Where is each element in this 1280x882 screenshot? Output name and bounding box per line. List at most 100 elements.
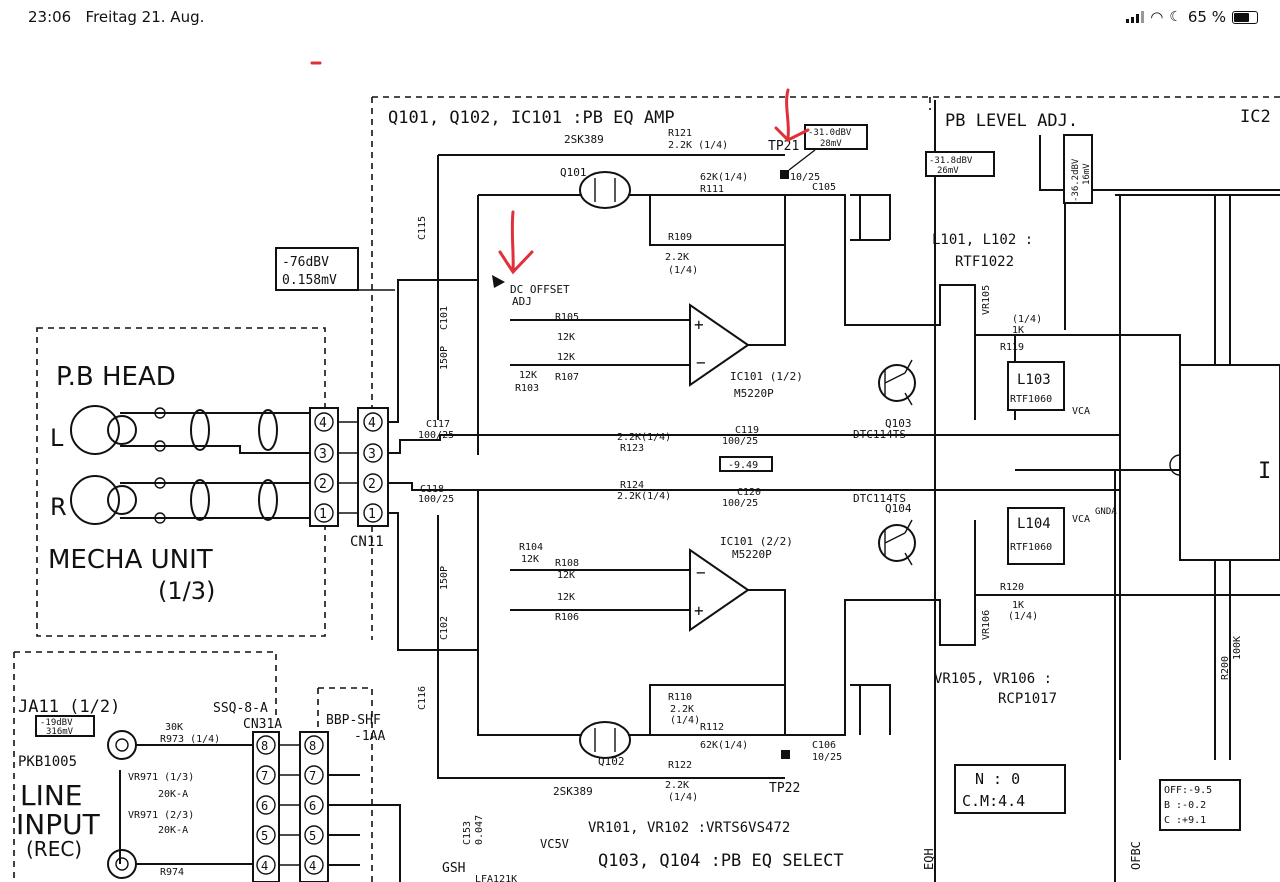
- mecha-unit-number: (1/3): [158, 577, 215, 605]
- head-coil-right: [70, 475, 310, 525]
- wire-q102-gate: [477, 490, 582, 736]
- wire-r110: [649, 684, 785, 735]
- wire-right-rails: [934, 100, 1116, 882]
- r122-ref: R122: [668, 760, 692, 771]
- q103-transistor: Q103 DTC114TS: [853, 359, 916, 441]
- ic101b-opamp: − + IC101 (2/2) M5220P: [689, 535, 793, 632]
- cn11-pin-1: 1: [368, 507, 376, 522]
- pb-head-label: P.B HEAD: [56, 362, 176, 392]
- input-level-box: -76dBV 0.158mV: [275, 247, 395, 291]
- eq-amp-frame: [371, 96, 1280, 640]
- status-date: Freitag 21. Aug.: [85, 8, 205, 26]
- wire-feedback-bottom: [437, 515, 785, 779]
- bbp-aa-label: -1AA: [354, 729, 385, 744]
- c-text: C :+9.1: [1164, 815, 1206, 826]
- vr971b-ref: VR971 (2/3): [128, 810, 194, 821]
- c116-ref: C116: [417, 686, 428, 710]
- dc-offset-adj: DC OFFSET ADJ: [492, 275, 570, 308]
- r120-ref: R120: [1000, 582, 1024, 593]
- rec-label: (REC): [26, 837, 82, 861]
- r107-val: 12K: [557, 352, 575, 363]
- head-pin-1: 1: [319, 507, 327, 522]
- r123-ref: R123: [620, 443, 644, 454]
- rcp-title: RCP1017: [998, 691, 1057, 707]
- wire-q101-drain: [628, 194, 815, 300]
- r110-w: (1/4): [670, 715, 700, 726]
- l104-part: RTF1060: [1010, 542, 1052, 553]
- c120-val: 100/25: [722, 498, 758, 509]
- l103-vca: L103 RTF1060 VCA: [1007, 361, 1090, 417]
- status-bar: 23:06 Freitag 21. Aug. ◠ ☾ 65 %: [0, 0, 1280, 34]
- r109-w: (1/4): [668, 265, 698, 276]
- pkb-label: PKB1005: [18, 754, 77, 770]
- bbp-connector: BBP-SHF -1AA 8 7 6 5 4: [279, 713, 401, 882]
- adj-label: ADJ: [512, 295, 532, 308]
- q102-ref: Q102: [598, 755, 625, 768]
- cn11-connector: 4 3 2 1 CN11: [350, 407, 389, 550]
- wire-ch1-in: [388, 279, 478, 423]
- vr105-ref: VR105: [981, 285, 992, 315]
- wire-ch2-gnd: [388, 482, 1120, 491]
- status-icons: ◠ ☾ 65 %: [1126, 8, 1258, 26]
- ofbc-label: OFBC: [1129, 841, 1143, 870]
- svg-text:+: +: [694, 315, 704, 334]
- r104-val: 12K: [521, 554, 539, 565]
- gsh-label: GSH: [442, 861, 465, 876]
- vr106-ref: VR106: [981, 610, 992, 640]
- r974-ref: R974: [160, 867, 184, 878]
- q104-ref: Q104: [885, 502, 912, 515]
- r105-ref: R105: [555, 312, 579, 323]
- bbp-pin-6: 6: [309, 799, 316, 813]
- c101-ref: C101: [439, 306, 450, 330]
- signal-icon: [1126, 11, 1145, 23]
- r109-val: 2.2K: [665, 252, 689, 263]
- q104-transistor: DTC114TS Q104: [853, 492, 916, 566]
- input-label: INPUT: [16, 808, 101, 841]
- wire-feedback-top: [437, 154, 785, 420]
- r124-ref: R124: [620, 480, 644, 491]
- line-input-frame: [13, 651, 277, 882]
- gnda-label: GNDA: [1095, 507, 1117, 517]
- r106-ref: R106: [555, 612, 579, 623]
- bbp-pin-8: 8: [309, 739, 316, 753]
- cn31a-connector: SSQ-8-A CN31A 8 7 6 5 4: [213, 701, 282, 882]
- battery-percent: 65 %: [1187, 8, 1226, 26]
- wire-l101: [850, 194, 891, 241]
- wifi-icon: ◠: [1150, 8, 1164, 26]
- cn31a-label: CN31A: [243, 717, 282, 732]
- ssq-label: SSQ-8-A: [213, 701, 268, 716]
- c102-ref: C102: [439, 616, 450, 640]
- svg-text:I: I: [1258, 459, 1271, 484]
- head-left-label: L: [50, 424, 64, 452]
- r124-val: 2.2K(1/4): [617, 491, 671, 502]
- r120-w: (1/4): [1008, 611, 1038, 622]
- cn31a-pin-4: 4: [261, 859, 268, 873]
- wire-l102: [850, 684, 891, 735]
- r112-ref: R112: [700, 722, 724, 733]
- q101-ref: Q101: [560, 166, 587, 179]
- q102-transistor: Q102 2SK389: [553, 721, 631, 798]
- head-pin-strip: 4 3 2 1: [309, 407, 339, 527]
- lfa-label: LFA121K: [475, 874, 517, 882]
- c106-ref: C106: [812, 740, 836, 751]
- svg-text:−: −: [696, 353, 706, 372]
- r121-val: 2.2K (1/4): [668, 140, 728, 151]
- line-level-dbv: -19dBV: [40, 718, 73, 728]
- tp22-label: TP22: [769, 781, 800, 796]
- r121-ref: R121: [668, 128, 692, 139]
- cn11-pin-2: 2: [368, 477, 376, 492]
- eq-amp-title: Q101, Q102, IC101 :PB EQ AMP: [388, 108, 675, 128]
- head-right-label: R: [50, 493, 67, 521]
- r105-val: 12K: [557, 332, 575, 343]
- pb-level-mv: 26mV: [937, 166, 959, 176]
- nc-text: N : 0: [975, 770, 1020, 788]
- c118-ref: C118: [420, 484, 444, 495]
- cm-text: C.M:4.4: [962, 792, 1025, 810]
- ic101b-label: IC101 (2/2): [720, 535, 793, 548]
- l101-title: L101, L102 :: [932, 232, 1033, 248]
- component-labels: R121 2.2K (1/4) 62K(1/4) R111 R109 2.2K …: [417, 128, 1243, 803]
- r119-ref: R119: [1000, 342, 1024, 353]
- r103-ref: R103: [515, 383, 539, 394]
- r108-ref: R108: [555, 558, 579, 569]
- bbp-pin-7: 7: [309, 769, 316, 783]
